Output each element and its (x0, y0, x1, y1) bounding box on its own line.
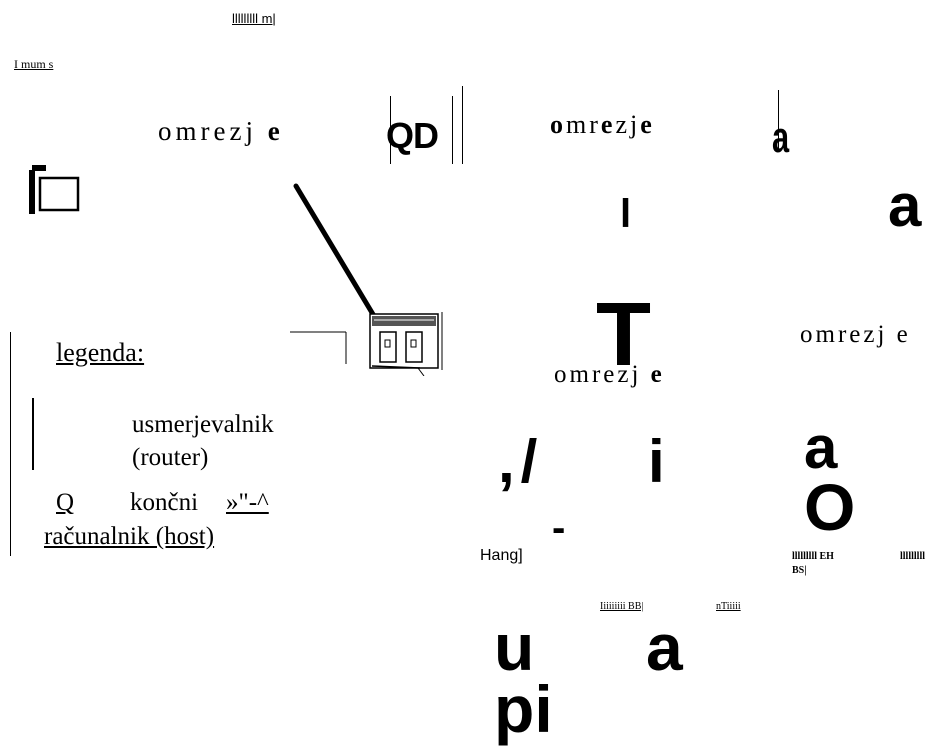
glyph-T: T (596, 285, 651, 385)
divider-line (462, 86, 463, 164)
divider-line (390, 96, 391, 164)
network-label-1-text: omrezj (158, 116, 257, 146)
ntiiii-label: nTiiiii (716, 601, 741, 612)
qd-label: QD (386, 115, 439, 156)
glyph-i: i (648, 428, 665, 495)
hang-label: Hang] (480, 547, 523, 564)
network-label-2-bold-end: e (640, 110, 655, 139)
legend-host-line2: računalnik (host) (44, 523, 215, 550)
glyph-u: u (494, 610, 535, 684)
glyph-pi: pi (494, 672, 553, 746)
router-symbol (32, 398, 34, 470)
legend-host-line1: končni (130, 489, 199, 516)
divider-line (452, 96, 453, 164)
connection-line (293, 183, 377, 319)
glyph-a-mid: a (804, 414, 838, 481)
legend-border-line (10, 332, 11, 556)
network-label-4: omrezj e (554, 362, 665, 387)
legend-router-line2: (router) (132, 444, 209, 471)
router-icon (29, 165, 80, 214)
network-label-1-bold: e (267, 116, 284, 146)
right-bars-label: lllllllll (900, 551, 926, 562)
network-label-4-text: omrezj (554, 361, 642, 388)
network-label-2-mid2: zj (615, 110, 641, 139)
glyph-O: O (804, 470, 856, 544)
network-label-1: omrezj e (158, 118, 284, 145)
top-center-label: lllllllll m| (232, 11, 276, 26)
glyph-a-right: a (888, 172, 922, 239)
legend-router-line1: usmerjevalnik (132, 411, 274, 438)
legend-host-symbol: Q (56, 489, 75, 516)
glyph-dash: - (552, 506, 566, 550)
bs-label: BS| (792, 565, 807, 576)
glyph-a-bottom: a (646, 610, 683, 684)
network-label-2-bold-mid: e (600, 110, 616, 139)
network-label-2-bold-start: o (550, 110, 566, 139)
legend-host-tail: »"-^ (226, 489, 269, 516)
bb-label: Iiiiiiiii BB| (600, 601, 644, 612)
network-label-2: omrezje (550, 112, 655, 138)
host-computer-icon (290, 312, 443, 376)
divider-line (778, 90, 779, 150)
top-left-label: I mum s (14, 57, 54, 71)
legend-title: legenda: (56, 338, 145, 367)
glyph-l: l (620, 192, 632, 236)
network-label-4-bold: e (650, 361, 665, 388)
eh-label: lllllllll EH (792, 551, 834, 562)
glyph-a-top: a (772, 113, 790, 162)
network-label-2-mid: mr (566, 110, 601, 139)
glyph-comma-slash: ,/ (498, 428, 544, 495)
network-label-3: omrezj e (800, 321, 911, 348)
